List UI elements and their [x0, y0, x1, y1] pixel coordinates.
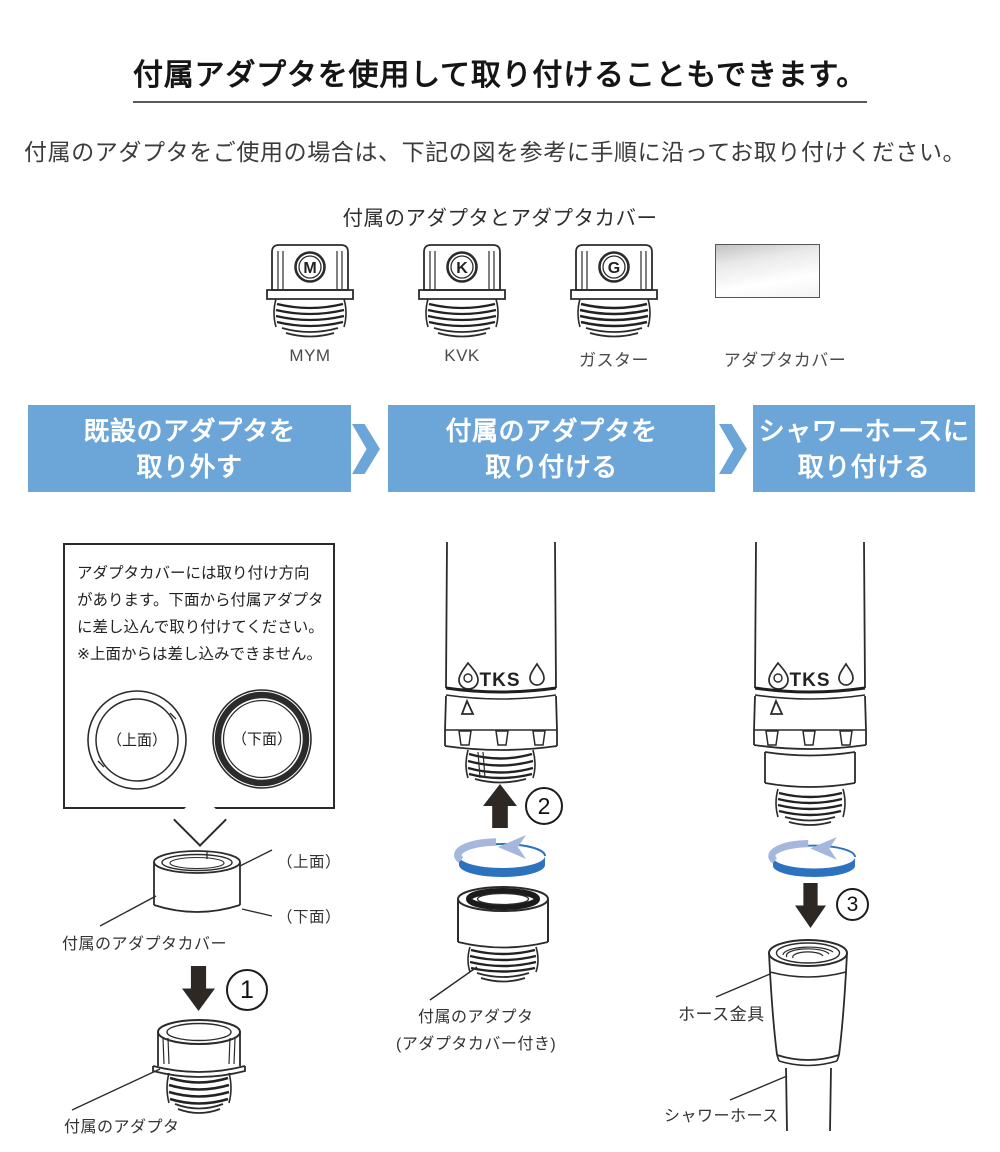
intro-text: 付属のアダプタをご使用の場合は、下記の図を参考に手順に沿ってお取り付けください。 [24, 139, 967, 165]
step1-title-line1: 既設のアダプタを [83, 416, 296, 446]
adapter-with-cover-label-line1: 付属のアダプタ [418, 1009, 534, 1026]
adapter-label-cover: アダプタカバー [723, 351, 847, 370]
note-box: アダプタカバーには取り付け方向 があります。下面から付属アダプタ に差し込んで取… [63, 543, 335, 809]
brand-logo-text: TKS [480, 670, 521, 691]
cover-figure-label: 付属のアダプタカバー [62, 936, 228, 953]
shower-handle-figure-step2: TKS [444, 541, 558, 784]
ring-top-label: （上面） [107, 732, 167, 749]
shower-handle-figure-step3: TKS [753, 541, 867, 826]
note-text: アダプタカバーには取り付け方向 があります。下面から付属アダプタ に差し込んで取… [77, 560, 324, 668]
arrow-down-icon [182, 966, 215, 1011]
step-banner-2: 付属のアダプタを 取り付ける [388, 405, 715, 492]
adapter-label-gastar: ガスター [579, 351, 649, 370]
cover-top-callout-label: （上面） [277, 854, 342, 871]
rotate-arrow-icon [768, 836, 856, 878]
brand-logo-text: TKS [790, 670, 831, 691]
ring-bottom-label: （下面） [232, 731, 292, 748]
step-banner-1: 既設のアダプタを 取り外す [28, 405, 351, 492]
step-number-badge-3: 3 [836, 888, 869, 921]
adapter-cover-figure [715, 244, 820, 298]
adapter-gastar-figure: G [570, 244, 658, 338]
adapter-with-cover-label-line2: (アダプタカバー付き) [396, 1036, 557, 1053]
step2-title-line2: 取り付ける [485, 452, 618, 482]
chevron-right-icon [719, 424, 747, 474]
step-number-badge-1: 1 [226, 969, 268, 1011]
adapter-section-heading: 付属のアダプタとアダプタカバー [342, 207, 658, 230]
water-drop-icon [838, 662, 854, 686]
callout-line-adapter-step1 [71, 1068, 161, 1111]
adapter-figure-step1 [152, 1019, 246, 1114]
adapter-glyph: M [303, 260, 316, 277]
hose-fitting-figure [768, 939, 848, 1132]
triangle-marker-icon [769, 698, 784, 715]
adapter-glyph: G [608, 260, 620, 277]
water-drop-icon [529, 662, 545, 686]
flame-drop-icon [458, 661, 479, 690]
note-line-2: があります。下面から付属アダプタ [77, 592, 324, 609]
adapter-label-mym: MYM [289, 346, 331, 365]
step-number-badge-2: 2 [525, 787, 563, 825]
adapter-label-kvk: KVK [444, 346, 480, 365]
flame-drop-icon [768, 661, 789, 690]
note-line-1: アダプタカバーには取り付け方向 [77, 565, 310, 582]
note-line-3: に差し込んで取り付けてください。 [77, 619, 324, 636]
cover-bottom-face-ring: （下面） [212, 689, 312, 789]
triangle-marker-icon [460, 698, 475, 715]
adapter-kvk-figure: K [418, 244, 506, 338]
cover-rings-figure: （上面） （下面） [87, 689, 312, 790]
cover-bottom-callout-label: （下面） [277, 909, 342, 926]
page-title: 付属アダプタを使用して取り付けることもできます。 [132, 50, 868, 103]
arrow-up-icon [483, 784, 517, 828]
adapter-glyph: K [456, 260, 468, 277]
shower-hose-lines [785, 1067, 832, 1132]
note-line-4: ※上面からは差し込みできません。 [77, 646, 323, 663]
page-title-wrap: 付属アダプタを使用して取り付けることもできます。 [0, 50, 1000, 103]
step3-title-line1: シャワーホースに [758, 416, 970, 446]
step3-title-line2: 取り付ける [797, 452, 931, 482]
adapter-with-cover-figure [457, 886, 549, 983]
rotate-arrow-icon [454, 835, 546, 877]
cover-top-face-ring: （上面） [87, 690, 187, 790]
step1-title-line2: 取り外す [136, 452, 243, 482]
step2-title-line1: 付属のアダプタを [445, 416, 658, 446]
chevron-right-icon [352, 424, 380, 474]
hose-fitting-label: ホース金具 [678, 1005, 765, 1024]
adapter-figure-label: 付属のアダプタ [64, 1119, 180, 1136]
arrow-down-icon [795, 883, 826, 928]
shower-hose-label: シャワーホース [664, 1108, 779, 1125]
cover-cylinder-figure [153, 850, 241, 913]
adapter-mym-figure: M [266, 244, 354, 338]
step-banner-3: シャワーホースに 取り付ける [753, 405, 975, 492]
